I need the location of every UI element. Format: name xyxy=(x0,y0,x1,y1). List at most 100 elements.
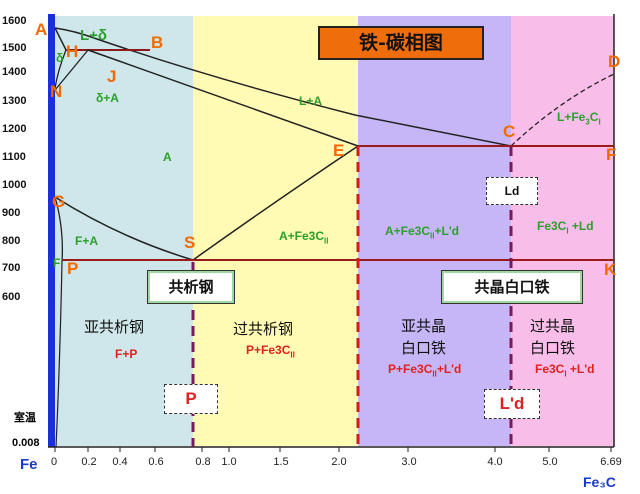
eutectoid-steel-box: 共析钢 xyxy=(147,270,235,304)
solidus-je xyxy=(87,49,359,147)
x-tick-0.6: 0.6 xyxy=(148,456,164,468)
x-tick-0: 0 xyxy=(50,456,58,468)
eutectic-iron-text: 共晶白口铁 xyxy=(474,278,550,296)
region-hypo-iron-bg xyxy=(358,16,511,446)
line-pq xyxy=(55,261,63,448)
hypo-iron-phase-text: P+Fe3C xyxy=(388,362,433,376)
liquidus-cd xyxy=(510,73,615,147)
hypo-steel-label: 亚共析钢 xyxy=(84,318,145,336)
x-tick-5.0: 5.0 xyxy=(542,456,558,468)
hyper-steel-phase: P+Fe3CII xyxy=(246,343,295,359)
phase-fe3c-ld-sub: I xyxy=(566,226,569,236)
hypo-iron-phase: P+Fe3CII+L'd xyxy=(388,362,461,378)
hyper-iron-label-1: 过共晶 xyxy=(530,317,576,335)
y-tick-700: 700 xyxy=(2,262,21,274)
diagram-title-text: 铁-碳相图 xyxy=(359,32,443,54)
y-tick-1300: 1300 xyxy=(2,95,27,107)
x-tick-3.0: 3.0 xyxy=(401,456,417,468)
y-tick-1200: 1200 xyxy=(2,123,27,135)
phase-l-delta: L+δ xyxy=(80,27,108,44)
y-tick-900: 900 xyxy=(2,207,21,219)
point-c: C xyxy=(503,122,516,141)
pearlite-box-text: P xyxy=(185,389,197,408)
y-tick-1100: 1100 xyxy=(2,151,26,163)
pearlite-box: P xyxy=(164,384,218,414)
x-tick-1.5: 1.5 xyxy=(273,456,289,468)
phase-a-fe3c: A+Fe3CII xyxy=(279,229,328,245)
phase-delta-a: δ+A xyxy=(96,91,119,105)
phase-l-fe3c-sub3: 3 xyxy=(585,117,590,127)
hyper-steel-label: 过共析钢 xyxy=(233,320,294,338)
y-tick-1000: 1000 xyxy=(2,179,27,191)
hypo-iron-label-1: 亚共晶 xyxy=(401,317,447,335)
point-j: J xyxy=(107,67,117,86)
phase-l-fe3c: L+Fe3CI xyxy=(557,110,601,126)
x-right-label: Fe₃C xyxy=(583,474,616,490)
diagram-title: 铁-碳相图 xyxy=(318,26,484,60)
phase-f: F xyxy=(53,256,61,270)
point-a: A xyxy=(35,20,48,39)
hyper-iron-phase-sub: I xyxy=(564,369,567,379)
phase-fe3c-ld-text: Fe3C xyxy=(537,219,567,233)
a3-line xyxy=(54,196,194,261)
y-tick-1400: 1400 xyxy=(2,66,27,78)
point-k: K xyxy=(604,260,617,279)
acm-line xyxy=(192,145,359,261)
hypo-iron-label-2: 白口铁 xyxy=(401,339,447,357)
y-tick-1500: 1500 xyxy=(2,42,27,54)
point-d: D xyxy=(608,52,621,71)
hyper-iron-phase-text: Fe3C xyxy=(535,362,565,376)
x-tick-4.0: 4.0 xyxy=(487,456,503,468)
phase-fe3c-ld-tail: +Ld xyxy=(568,219,594,233)
ld-box: Ld xyxy=(486,177,538,205)
x-tick-0.2: 0.2 xyxy=(81,456,97,468)
region-steel-bg xyxy=(54,16,193,446)
solidus-ah xyxy=(54,27,67,51)
phase-a-fe3c-ld-text: A+Fe3C xyxy=(385,224,431,238)
point-e: E xyxy=(333,141,345,160)
ld-prime-box: L'd xyxy=(484,389,540,419)
ld-prime-box-text: L'd xyxy=(499,394,525,413)
hyper-iron-label-2: 白口铁 xyxy=(530,339,576,357)
point-h: H xyxy=(66,42,79,61)
phase-a: A xyxy=(163,150,172,164)
phase-f-a: F+A xyxy=(75,234,99,248)
eutectoid-steel-text: 共析钢 xyxy=(168,278,214,296)
y-tick-600: 600 xyxy=(2,291,21,303)
point-f: F xyxy=(606,145,617,164)
point-b: B xyxy=(151,33,164,52)
y-tick-1600: 1600 xyxy=(2,15,27,27)
phase-fe3c-ld: Fe3CI +Ld xyxy=(537,219,594,235)
x-tick-2.0: 2.0 xyxy=(331,456,347,468)
room-temp-label: 室温 xyxy=(14,411,36,424)
x-tick-6.69: 6.69 xyxy=(600,456,622,468)
phase-a-fe3c-ld-sub: II xyxy=(430,231,435,241)
x-tick-1.0: 1.0 xyxy=(221,456,237,468)
phase-l-fe3c-text: L+Fe xyxy=(557,110,586,124)
hyper-steel-phase-sub: II xyxy=(290,350,295,360)
point-n: N xyxy=(50,82,63,101)
phase-l-a: L+A xyxy=(299,94,323,108)
line-gp xyxy=(54,196,63,263)
line-jn xyxy=(54,49,89,91)
phase-l-fe3c-sub: I xyxy=(598,117,601,127)
hyper-iron-phase-tail: +L'd xyxy=(566,362,595,376)
phase-l-fe3c-c: C xyxy=(589,110,599,124)
phase-a-fe3c-sub: II xyxy=(324,236,329,246)
point-g: G xyxy=(52,192,66,211)
y-tick-800: 800 xyxy=(2,235,21,247)
line-hn xyxy=(54,49,67,89)
phase-a-fe3c-ld: A+Fe3CII+L'd xyxy=(385,224,459,240)
hypo-iron-phase-sub: II xyxy=(432,369,437,379)
point-p: P xyxy=(67,259,79,278)
hypo-steel-phase: F+P xyxy=(115,347,138,361)
hyper-steel-phase-text: P+Fe3C xyxy=(246,343,291,357)
hyper-iron-phase: Fe3CI +L'd xyxy=(535,362,594,378)
y-bottom-label: 0.008 xyxy=(12,437,40,449)
point-s: S xyxy=(184,233,196,252)
x-left-label: Fe xyxy=(20,456,38,473)
eutectic-iron-box: 共晶白口铁 xyxy=(441,270,583,304)
liquidus-line xyxy=(54,27,512,147)
point-delta: δ xyxy=(56,51,64,65)
